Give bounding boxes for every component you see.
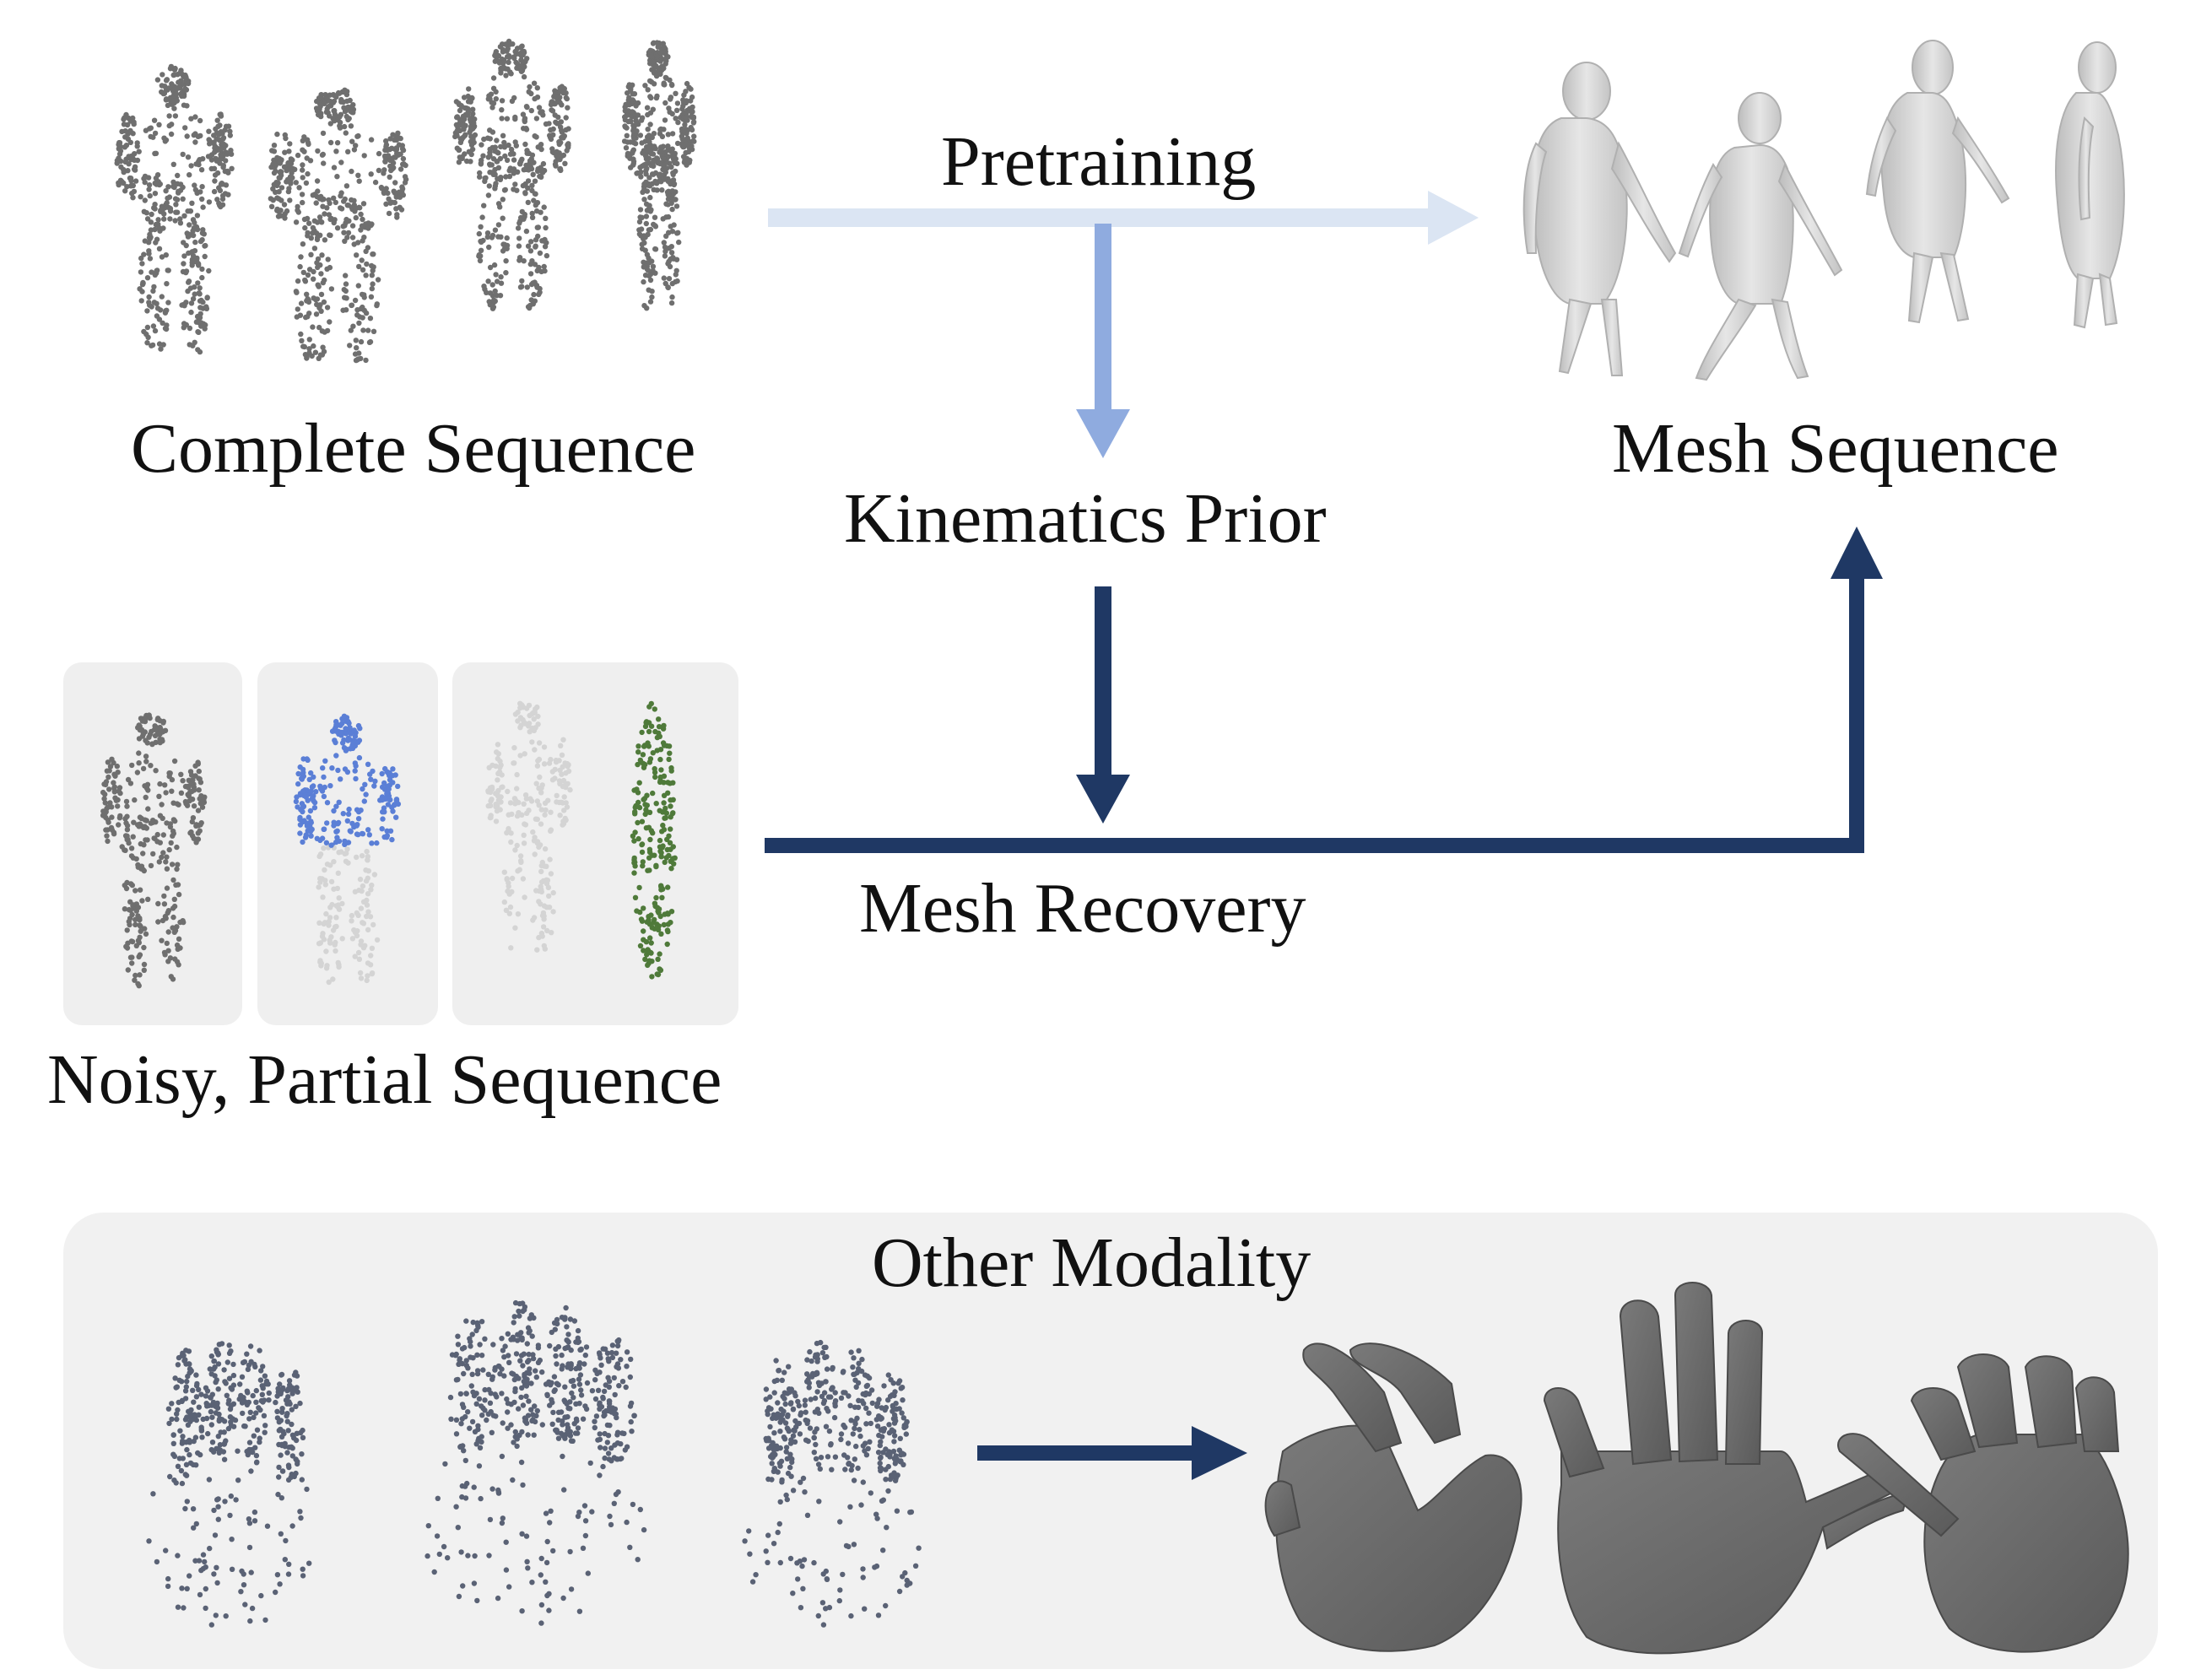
- mesh-recovery-label: Mesh Recovery: [859, 869, 1306, 948]
- noisy-frame-panel-1: [63, 662, 242, 1025]
- hand-point-clouds: [146, 1299, 922, 1628]
- prior-to-recovery-arrow: [1076, 586, 1130, 824]
- kinematics-prior-arrow: [1076, 224, 1130, 458]
- complete-sequence-label: Complete Sequence: [131, 409, 696, 488]
- mesh-hand-1: [1264, 1342, 1522, 1652]
- mesh-human-1: [1522, 62, 1677, 376]
- other-modality-label: Other Modality: [872, 1224, 1311, 1302]
- noisy-frame-panel-3: [452, 662, 738, 1025]
- mesh-sequence-label: Mesh Sequence: [1612, 409, 2059, 488]
- complete-point-cloud-humans: [114, 38, 697, 364]
- mesh-hand-3: [1837, 1353, 2129, 1653]
- mesh-human-4: [2055, 41, 2125, 329]
- modality-arrow: [977, 1426, 1247, 1480]
- pretraining-label: Pretraining: [941, 122, 1257, 201]
- mesh-human-3: [1865, 40, 2010, 324]
- mesh-human-2: [1678, 92, 1843, 381]
- other-modality-panel: [63, 1213, 2158, 1669]
- kinematics-prior-label: Kinematics Prior: [844, 479, 1327, 558]
- mesh-recovery-arrow: [765, 527, 1883, 853]
- pretraining-arrow: [768, 191, 1479, 245]
- noisy-point-cloud-humans: [100, 700, 678, 989]
- mesh-hand-2: [1543, 1282, 1909, 1655]
- noisy-partial-sequence-label: Noisy, Partial Sequence: [47, 1040, 722, 1119]
